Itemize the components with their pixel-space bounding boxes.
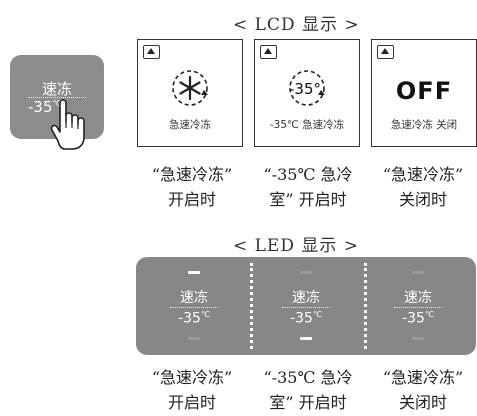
led-top-indicator <box>300 271 312 274</box>
lcd-caption: 急速冷冻 关闭 <box>390 119 458 131</box>
led-bottom-indicator <box>188 337 200 340</box>
minus35-cycle-icon <box>289 70 325 106</box>
led-top-indicator <box>188 271 200 274</box>
lock-icon <box>143 45 160 59</box>
led-description-2: “-35℃ 急冷室” 开启时 <box>263 368 353 412</box>
led-top-indicator <box>412 271 424 274</box>
led-cell-quick-freeze-off: 速冻 -35℃ <box>368 257 468 355</box>
lcd-panel-quick-freeze-on: 急速冷冻 <box>137 39 243 147</box>
lcd-panel-minus35-on: -35° -35℃ 急速冷冻 <box>254 39 360 147</box>
led-divider <box>364 263 367 349</box>
quick-freeze-button[interactable]: 速冻 -35℃ <box>10 55 104 150</box>
lock-icon <box>260 45 277 59</box>
lcd-minus35-value: -35° <box>289 80 321 98</box>
led-label: 速冻 <box>404 290 432 306</box>
led-value: -35℃ <box>178 310 210 327</box>
led-display-bar: 速冻 -35℃ 速冻 -35℃ 速冻 -35℃ <box>136 257 476 355</box>
lock-icon <box>377 45 394 59</box>
led-description-3: “急速冷冻”关闭时 <box>382 368 464 412</box>
led-divider-line <box>282 307 330 308</box>
led-cell-minus35-on: 速冻 -35℃ <box>256 257 356 355</box>
lcd-off-status: OFF <box>395 77 453 105</box>
led-divider-line <box>170 307 218 308</box>
lcd-description-1: “急速冷冻”开启时 <box>151 165 233 209</box>
led-label: 速冻 <box>292 290 320 306</box>
led-divider <box>250 263 253 349</box>
led-label: 速冻 <box>180 290 208 306</box>
led-value: -35℃ <box>290 310 322 327</box>
lcd-caption: -35℃ 急速冷冻 <box>269 119 345 131</box>
led-bottom-indicator <box>300 337 312 340</box>
led-value: -35℃ <box>402 310 434 327</box>
lcd-panel-quick-freeze-off: OFF 急速冷冻 关闭 <box>371 39 477 147</box>
button-label-line2: -35℃ <box>28 98 62 116</box>
led-bottom-indicator <box>412 337 424 340</box>
lcd-caption: 急速冷冻 <box>169 119 211 131</box>
lcd-description-3: “急速冷冻”关闭时 <box>382 165 464 209</box>
button-label-line1: 速冻 <box>41 80 72 98</box>
led-section-title: < LED 显示 > <box>233 236 360 256</box>
pointing-hand-icon <box>50 99 85 150</box>
snowflake-cycle-icon <box>172 70 208 106</box>
led-description-1: “急速冷冻”开启时 <box>151 368 233 412</box>
lcd-description-2: “-35℃ 急冷室” 开启时 <box>263 165 353 209</box>
button-divider <box>28 97 86 98</box>
led-divider-line <box>394 307 442 308</box>
led-cell-quick-freeze-on: 速冻 -35℃ <box>144 257 244 355</box>
lcd-section-title: < LCD 显示 > <box>233 15 360 35</box>
